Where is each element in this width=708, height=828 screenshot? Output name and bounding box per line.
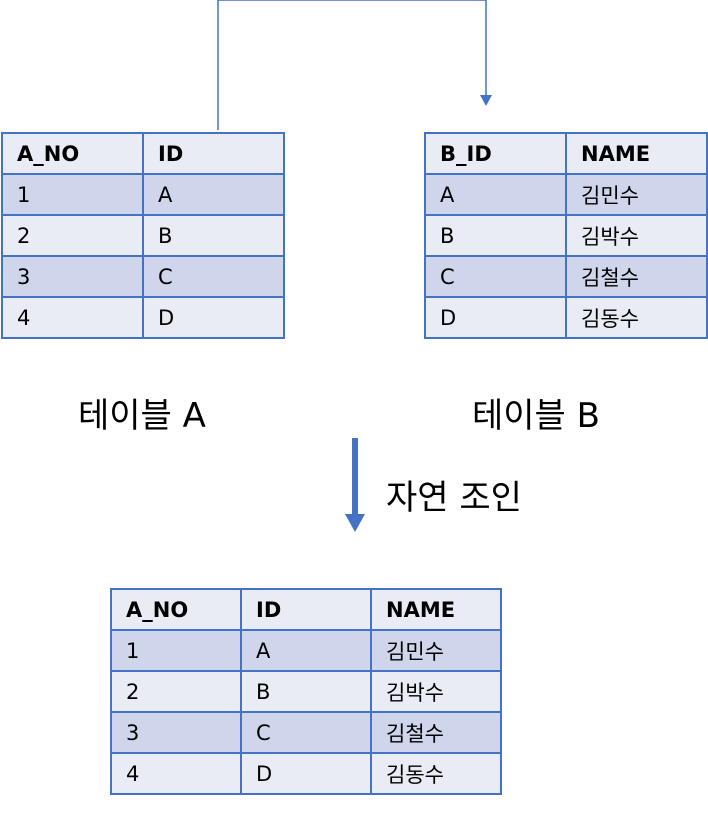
table-b-header-cell: NAME <box>565 132 708 175</box>
table-row: 4 D <box>1 296 285 339</box>
result-cell: 김동수 <box>370 752 502 795</box>
table-a-cell: D <box>142 296 285 339</box>
table-a-header-row: A_NO ID <box>1 132 285 175</box>
table-row: A 김민수 <box>424 173 708 216</box>
table-row: 1 A <box>1 173 285 216</box>
table-b-cell: A <box>424 173 567 216</box>
table-b-header-cell: B_ID <box>424 132 567 175</box>
table-row: 3 C <box>1 255 285 298</box>
table-a-cell: 2 <box>1 214 144 257</box>
result-cell: 2 <box>110 670 242 713</box>
join-connector-line <box>217 0 492 130</box>
table-row: 2 B <box>1 214 285 257</box>
table-b-cell: B <box>424 214 567 257</box>
table-row: 4 D 김동수 <box>110 752 502 795</box>
table-a-cell: B <box>142 214 285 257</box>
result-cell: C <box>240 711 372 754</box>
table-row: B 김박수 <box>424 214 708 257</box>
result-cell: 김민수 <box>370 629 502 672</box>
arrow-down-icon <box>345 438 365 532</box>
result-header-cell: NAME <box>370 588 502 631</box>
table-a-cell: 3 <box>1 255 144 298</box>
table-row: D 김동수 <box>424 296 708 339</box>
result-header-cell: A_NO <box>110 588 242 631</box>
table-b-cell: 김동수 <box>565 296 708 339</box>
table-a-caption: 테이블 A <box>78 396 206 436</box>
table-a-cell: C <box>142 255 285 298</box>
table-b-caption: 테이블 B <box>472 396 600 436</box>
result-header-cell: ID <box>240 588 372 631</box>
table-b-cell: 김철수 <box>565 255 708 298</box>
table-row: 3 C 김철수 <box>110 711 502 754</box>
result-cell: 김철수 <box>370 711 502 754</box>
table-b-cell: 김박수 <box>565 214 708 257</box>
result-table: A_NO ID NAME 1 A 김민수 2 B 김박수 3 C 김철수 4 D… <box>110 588 502 795</box>
result-cell: 3 <box>110 711 242 754</box>
table-a-header-cell: ID <box>142 132 285 175</box>
table-b-cell: C <box>424 255 567 298</box>
result-cell: 1 <box>110 629 242 672</box>
table-a-cell: 1 <box>1 173 144 216</box>
table-a-cell: A <box>142 173 285 216</box>
table-b-cell: 김민수 <box>565 173 708 216</box>
result-cell: 4 <box>110 752 242 795</box>
table-a-header-cell: A_NO <box>1 132 144 175</box>
result-cell: 김박수 <box>370 670 502 713</box>
table-a-cell: 4 <box>1 296 144 339</box>
table-row: C 김철수 <box>424 255 708 298</box>
table-b-header-row: B_ID NAME <box>424 132 708 175</box>
result-cell: D <box>240 752 372 795</box>
table-b: B_ID NAME A 김민수 B 김박수 C 김철수 D 김동수 <box>424 132 708 339</box>
table-b-cell: D <box>424 296 567 339</box>
table-row: 1 A 김민수 <box>110 629 502 672</box>
table-a: A_NO ID 1 A 2 B 3 C 4 D <box>1 132 285 339</box>
result-header-row: A_NO ID NAME <box>110 588 502 631</box>
result-cell: A <box>240 629 372 672</box>
result-cell: B <box>240 670 372 713</box>
join-label: 자연 조인 <box>386 478 522 518</box>
table-row: 2 B 김박수 <box>110 670 502 713</box>
